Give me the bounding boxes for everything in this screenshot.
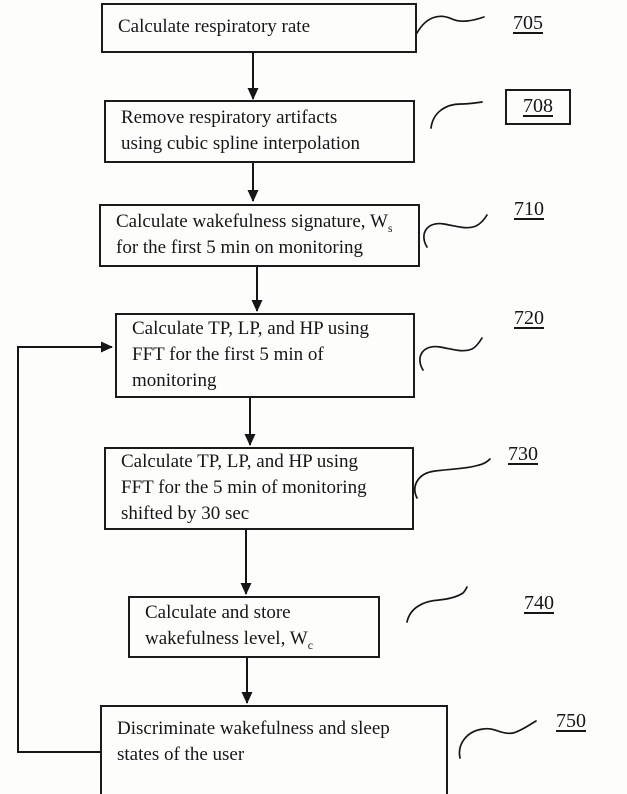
step-text: monitoring bbox=[132, 369, 217, 391]
step-box-720: Calculate TP, LP, and HP using FFT for t… bbox=[115, 313, 415, 398]
step-text: Calculate wakefulness signature, Ws bbox=[116, 210, 393, 235]
step-box-708: Remove respiratory artifacts using cubic… bbox=[104, 100, 415, 163]
step-box-750: Discriminate wakefulness and sleep state… bbox=[100, 705, 448, 794]
ref-numeral-text: 730 bbox=[508, 443, 538, 465]
step-text: wakefulness level, Wc bbox=[145, 628, 313, 652]
leader-line-750 bbox=[458, 720, 537, 759]
ref-numeral-text: 708 bbox=[523, 95, 553, 117]
step-text: shifted by 30 sec bbox=[121, 502, 250, 524]
step-box-740: Calculate and store wakefulness level, W… bbox=[128, 596, 380, 658]
step-text: FFT for the 5 min of monitoring bbox=[121, 476, 367, 498]
ref-numeral-text: 720 bbox=[514, 307, 544, 329]
step-text: Calculate and store bbox=[145, 602, 291, 623]
step-text: using cubic spline interpolation bbox=[121, 132, 361, 154]
leader-line-708 bbox=[430, 101, 483, 129]
step-text: states of the user bbox=[117, 744, 245, 765]
step-box-705: Calculate respiratory rate bbox=[101, 3, 417, 53]
step-text: Calculate TP, LP, and HP using bbox=[121, 450, 358, 472]
ref-numeral-text: 710 bbox=[514, 198, 544, 220]
step-text: Calculate respiratory rate bbox=[118, 16, 311, 37]
leader-line-720 bbox=[419, 337, 483, 371]
ref-numeral-720: 720 bbox=[505, 307, 553, 330]
leader-line-740 bbox=[406, 586, 468, 623]
ref-numeral-730: 730 bbox=[499, 443, 547, 466]
step-text: Discriminate wakefulness and sleep bbox=[117, 718, 390, 739]
step-text: for the first 5 min on monitoring bbox=[116, 236, 363, 258]
ref-numeral-text: 705 bbox=[513, 12, 543, 34]
leader-line-730 bbox=[414, 458, 491, 499]
ref-numeral-text: 740 bbox=[524, 592, 554, 614]
feedback-arrow-750-720 bbox=[17, 341, 113, 753]
ref-numeral-705: 705 bbox=[504, 12, 552, 35]
step-text: Remove respiratory artifacts bbox=[121, 106, 338, 128]
leader-line-705 bbox=[416, 15, 485, 34]
ref-numeral-740: 740 bbox=[515, 592, 563, 615]
step-text: FFT for the first 5 min of bbox=[132, 343, 324, 365]
step-text: Calculate TP, LP, and HP using bbox=[132, 317, 369, 339]
ref-numeral-708: 708 bbox=[505, 89, 571, 125]
step-box-710: Calculate wakefulness signature, Ws for … bbox=[99, 204, 420, 267]
ref-numeral-text: 750 bbox=[556, 710, 586, 732]
ref-numeral-750: 750 bbox=[547, 710, 595, 733]
ref-numeral-710: 710 bbox=[505, 198, 553, 221]
leader-line-710 bbox=[423, 214, 488, 248]
step-box-730: Calculate TP, LP, and HP using FFT for t… bbox=[104, 447, 414, 530]
